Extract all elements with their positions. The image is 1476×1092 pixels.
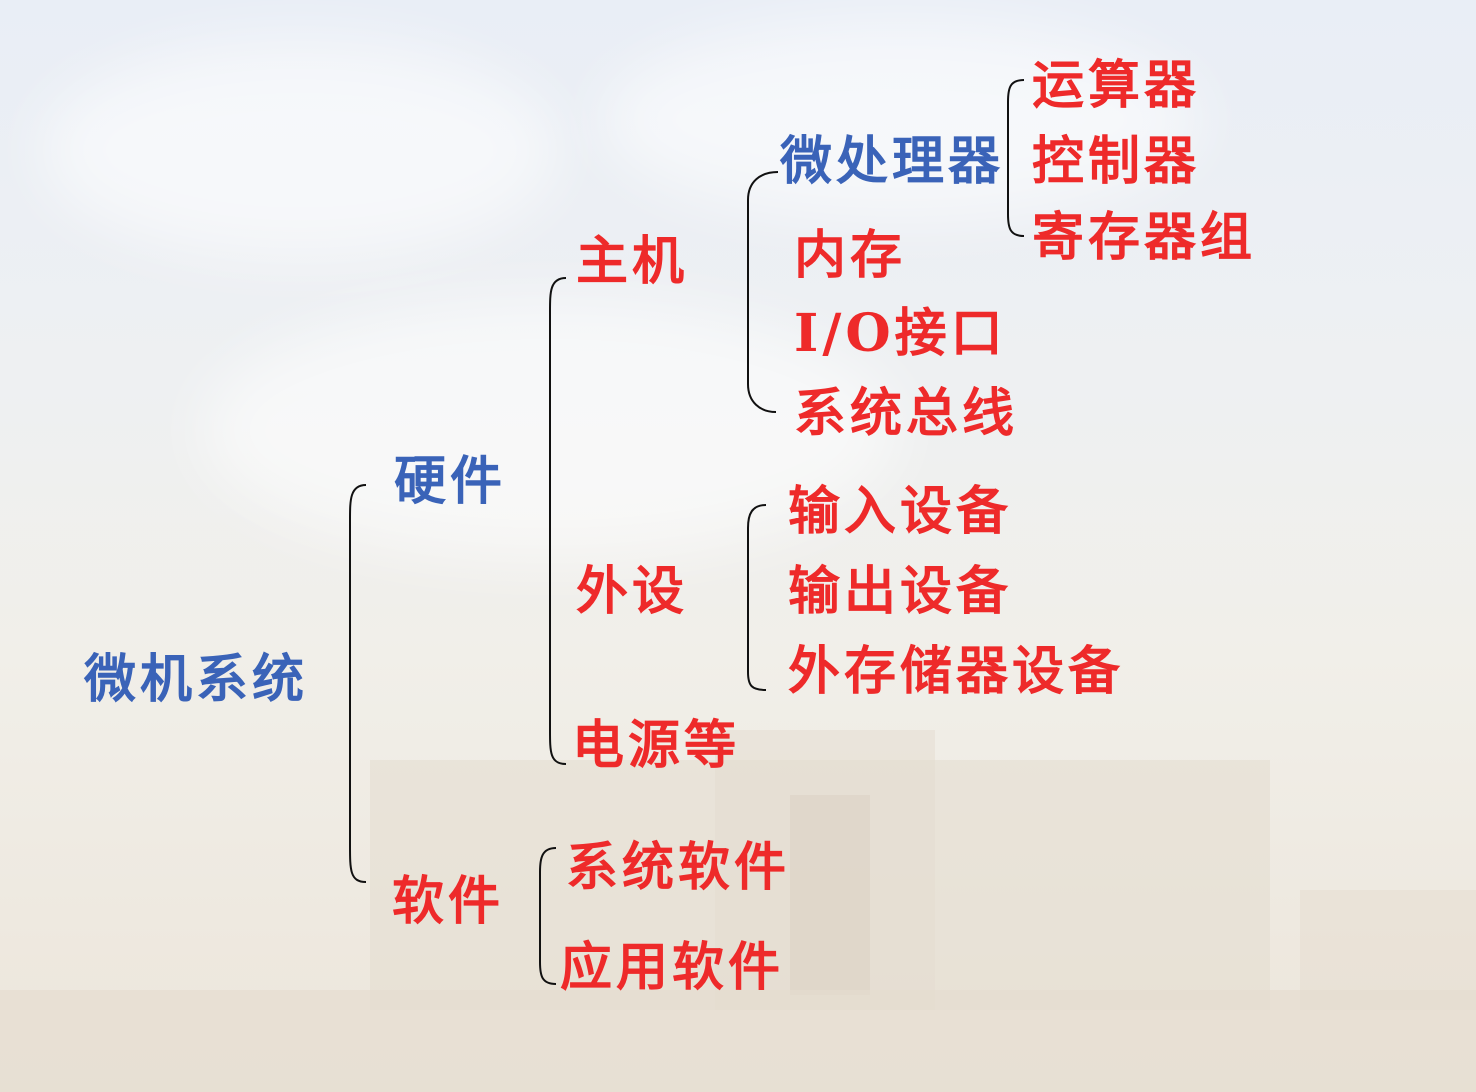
- root-label: 微机系统: [84, 649, 309, 710]
- peripheral-item: 输出设备: [788, 561, 1013, 622]
- brace-hardware: [549, 277, 567, 765]
- host-item: 系统总线: [794, 383, 1019, 444]
- brace-root: [349, 484, 367, 883]
- brace-software: [539, 847, 557, 985]
- cpu-item: 运算器: [1032, 55, 1201, 116]
- cpu-item: 控制器: [1032, 131, 1201, 192]
- cloud: [600, 20, 1200, 220]
- cpu-label: 微处理器: [780, 131, 1005, 192]
- host-item: I/O接口: [794, 303, 1007, 364]
- host-item: 内存: [794, 225, 907, 286]
- software-item: 系统软件: [566, 837, 791, 898]
- brace-peripherals: [747, 504, 767, 691]
- cloud: [40, 40, 560, 260]
- background-window: [790, 795, 870, 995]
- software-item: 应用软件: [560, 937, 785, 998]
- peripheral-item: 外存储器设备: [788, 641, 1125, 702]
- peripheral-item: 输入设备: [788, 481, 1013, 542]
- power-label: 电源等: [572, 715, 741, 776]
- peripherals-label: 外设: [576, 561, 689, 622]
- cpu-item: 寄存器组: [1032, 207, 1257, 268]
- brace-cpu: [1007, 79, 1025, 237]
- software-label: 软件: [392, 871, 505, 932]
- hardware-label: 硬件: [394, 451, 507, 512]
- background-plaza: [0, 990, 1476, 1092]
- brace-host: [747, 171, 779, 413]
- host-label: 主机: [576, 231, 689, 292]
